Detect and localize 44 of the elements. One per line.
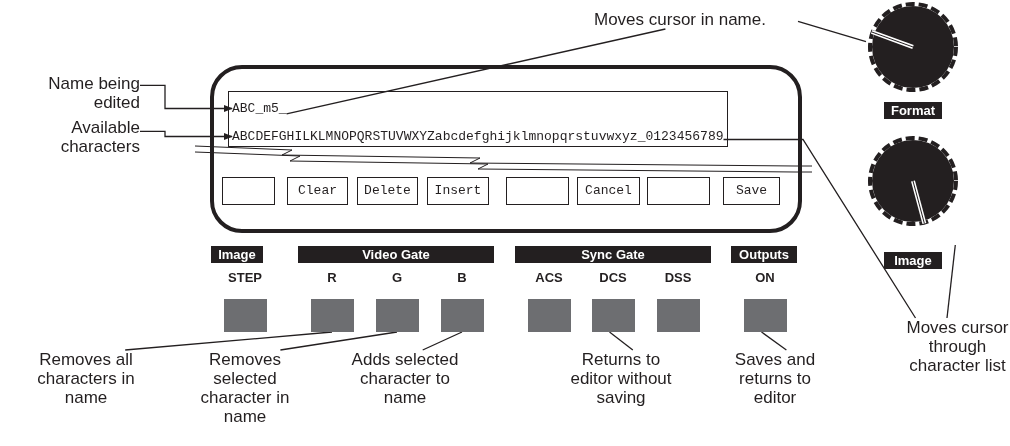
group-header: Video Gate	[298, 246, 494, 263]
soft-key	[647, 177, 710, 205]
leader-line	[797, 20, 867, 43]
button-label: G	[390, 270, 404, 285]
soft-key: Delete	[357, 177, 418, 205]
soft-key	[506, 177, 569, 205]
button-label: ON	[754, 270, 776, 285]
knob-label: Image	[884, 252, 942, 269]
name-text: ABC_m5_	[232, 101, 287, 116]
soft-key: Save	[723, 177, 780, 205]
soft-key: Insert	[427, 177, 489, 205]
soft-key	[222, 177, 275, 205]
group-header: Outputs	[731, 246, 797, 263]
callout-text: Returns to editor without saving	[562, 350, 680, 407]
callout-text: Removes all characters in name	[30, 350, 142, 407]
leader-line	[608, 331, 634, 351]
soft-key: Cancel	[577, 177, 640, 205]
button-label: STEP	[227, 270, 263, 285]
callout-text: Saves and returns to editor	[718, 350, 832, 407]
callout-text: Moves cursor through character list	[905, 318, 1010, 375]
leader-line	[946, 244, 956, 319]
leader-line	[760, 331, 788, 351]
leader-line	[285, 28, 667, 115]
button-label: ACS	[534, 270, 564, 285]
callout-text: Adds selected character to name	[346, 350, 464, 407]
knob-label: Format	[884, 102, 942, 119]
group-header: Sync Gate	[515, 246, 711, 263]
button-label: B	[456, 270, 468, 285]
leader-line	[422, 331, 463, 351]
button-label: R	[326, 270, 338, 285]
character-list-text: ABCDEFGHILKLMNOPQRSTUVWXYZabcdefghijklmnopqrstuvwxyz_0123456789	[232, 129, 724, 144]
arrow	[139, 130, 233, 141]
callout-text: Removes selected character in name	[186, 350, 304, 426]
leader-line	[722, 138, 917, 319]
callout-text: Moves cursor in name.	[594, 10, 798, 29]
button-label: DSS	[663, 270, 693, 285]
soft-key: Clear	[287, 177, 348, 205]
group-header: Image	[211, 246, 263, 263]
leader-line	[279, 331, 398, 351]
callout-text: Available characters	[0, 118, 140, 156]
callout-text: Name being edited	[0, 74, 140, 112]
display-screen	[210, 65, 802, 233]
button-label: DCS	[598, 270, 628, 285]
arrow	[139, 84, 233, 113]
